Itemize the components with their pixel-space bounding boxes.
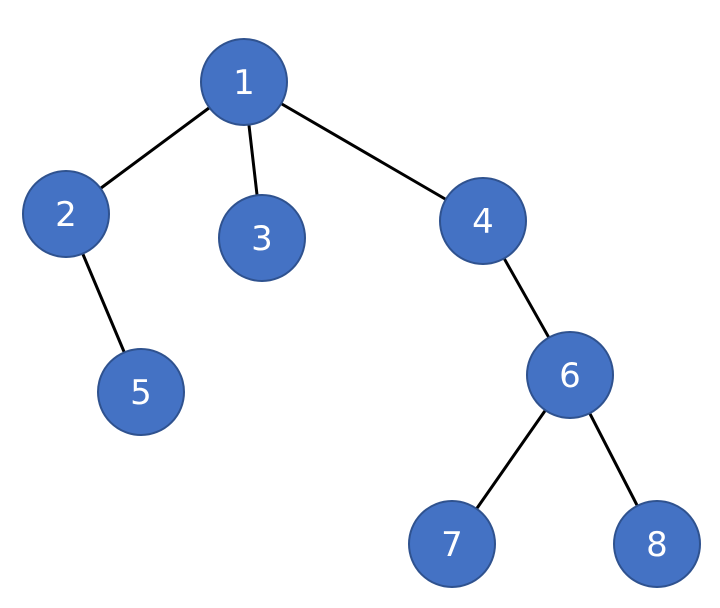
node-label: 4 bbox=[472, 202, 494, 242]
edges-layer bbox=[81, 102, 639, 511]
node-label: 6 bbox=[559, 356, 581, 396]
edge-4-6 bbox=[502, 256, 551, 340]
node-circle bbox=[22, 170, 110, 258]
edge-1-2 bbox=[99, 106, 211, 190]
edge-2-5 bbox=[81, 252, 126, 354]
node-7: 7 bbox=[408, 500, 496, 588]
node-5: 5 bbox=[97, 348, 185, 436]
node-label: 7 bbox=[441, 525, 463, 565]
node-label: 1 bbox=[233, 63, 255, 103]
node-circle bbox=[218, 194, 306, 282]
edge-1-4 bbox=[279, 102, 448, 201]
node-circle bbox=[408, 500, 496, 588]
node-3: 3 bbox=[218, 194, 306, 282]
node-circle bbox=[613, 500, 701, 588]
node-label: 5 bbox=[130, 373, 152, 413]
node-label: 8 bbox=[646, 525, 668, 565]
node-4: 4 bbox=[439, 177, 527, 265]
edge-6-7 bbox=[475, 408, 547, 511]
edge-1-3 bbox=[247, 123, 259, 197]
edge-6-8 bbox=[588, 411, 639, 508]
node-label: 3 bbox=[251, 219, 273, 259]
node-circle bbox=[97, 348, 185, 436]
node-8: 8 bbox=[613, 500, 701, 588]
node-2: 2 bbox=[22, 170, 110, 258]
node-label: 2 bbox=[55, 195, 77, 235]
node-1: 1 bbox=[200, 38, 288, 126]
node-circle bbox=[526, 331, 614, 419]
node-6: 6 bbox=[526, 331, 614, 419]
node-circle bbox=[439, 177, 527, 265]
nodes-layer: 1 2 3 4 5 6 7 8 bbox=[22, 38, 701, 588]
node-circle bbox=[200, 38, 288, 126]
